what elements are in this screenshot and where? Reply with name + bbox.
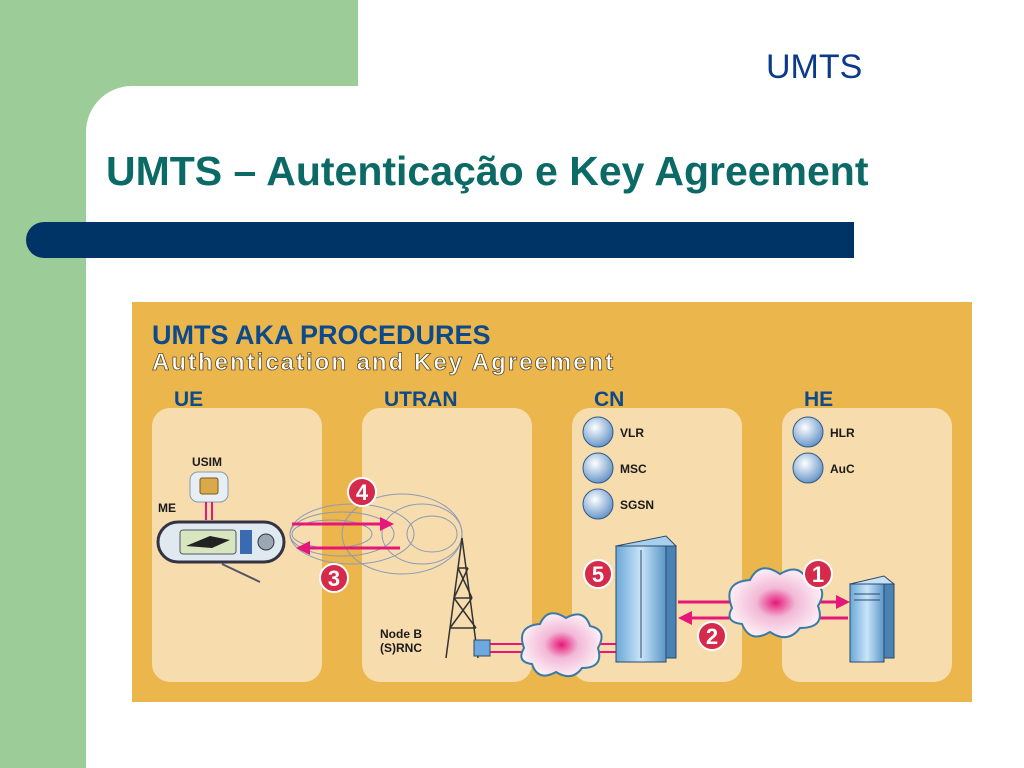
- vlr-label: VLR: [620, 426, 644, 440]
- auc-label: AuC: [830, 462, 855, 476]
- step-badge-1: [803, 559, 833, 589]
- phone-keypad: [240, 530, 252, 554]
- vlr-database-icon: [582, 416, 614, 448]
- step-number-2: 2: [706, 624, 718, 649]
- step-badge-5: [583, 559, 613, 589]
- network-cloud-left: [520, 612, 603, 678]
- msc-switch-icon: [582, 452, 614, 484]
- background-green-strip: [0, 0, 86, 768]
- step-badge-4: [347, 477, 377, 507]
- step-badge-2: [697, 621, 727, 651]
- sim-chip-icon: [199, 477, 219, 495]
- phone-antenna: [221, 563, 261, 583]
- sgsn-label: SGSN: [620, 498, 654, 512]
- step-number-1: 1: [812, 562, 824, 587]
- zone-utran: [362, 408, 532, 682]
- step-number-5: 5: [592, 562, 604, 587]
- zone-label-utran: UTRAN: [384, 388, 458, 411]
- hlr-database-icon: [792, 416, 824, 448]
- step-number-4: 4: [356, 480, 369, 505]
- network-cloud-right: [728, 567, 824, 639]
- msc-label: MSC: [620, 462, 647, 476]
- me-label: ME: [158, 501, 176, 515]
- he-server-icon: [849, 583, 885, 663]
- cell-tower-icon: [445, 537, 479, 659]
- hlr-label: HLR: [830, 426, 855, 440]
- section-label: UMTS: [766, 48, 863, 86]
- step-badge-3: [319, 563, 349, 593]
- rnc-box-icon: [473, 639, 491, 657]
- nodeb-label: Node B: [380, 627, 422, 641]
- zone-he: [782, 408, 952, 682]
- auc-key-icon: [792, 452, 824, 484]
- zone-label-cn: CN: [594, 388, 624, 411]
- usim-label: USIM: [192, 455, 222, 469]
- zone-label-he: HE: [804, 388, 833, 411]
- zone-label-ue: UE: [174, 388, 203, 411]
- phone-dpad-icon: [257, 533, 275, 551]
- sgsn-router-icon: [582, 488, 614, 520]
- radio-waves: [289, 493, 463, 575]
- slide-title: UMTS – Autenticação e Key Agreement: [106, 148, 869, 194]
- figure-subheading: Authentication and Key Agreement: [152, 349, 615, 376]
- shuttle-icon: [186, 536, 230, 548]
- rnc-label: (S)RNC: [380, 641, 422, 655]
- title-underline-bar: [26, 222, 854, 258]
- aka-diagram: UMTS AKA PROCEDURES Authentication and K…: [132, 302, 972, 702]
- figure-heading: UMTS AKA PROCEDURES: [152, 320, 491, 350]
- step-number-3: 3: [328, 566, 340, 591]
